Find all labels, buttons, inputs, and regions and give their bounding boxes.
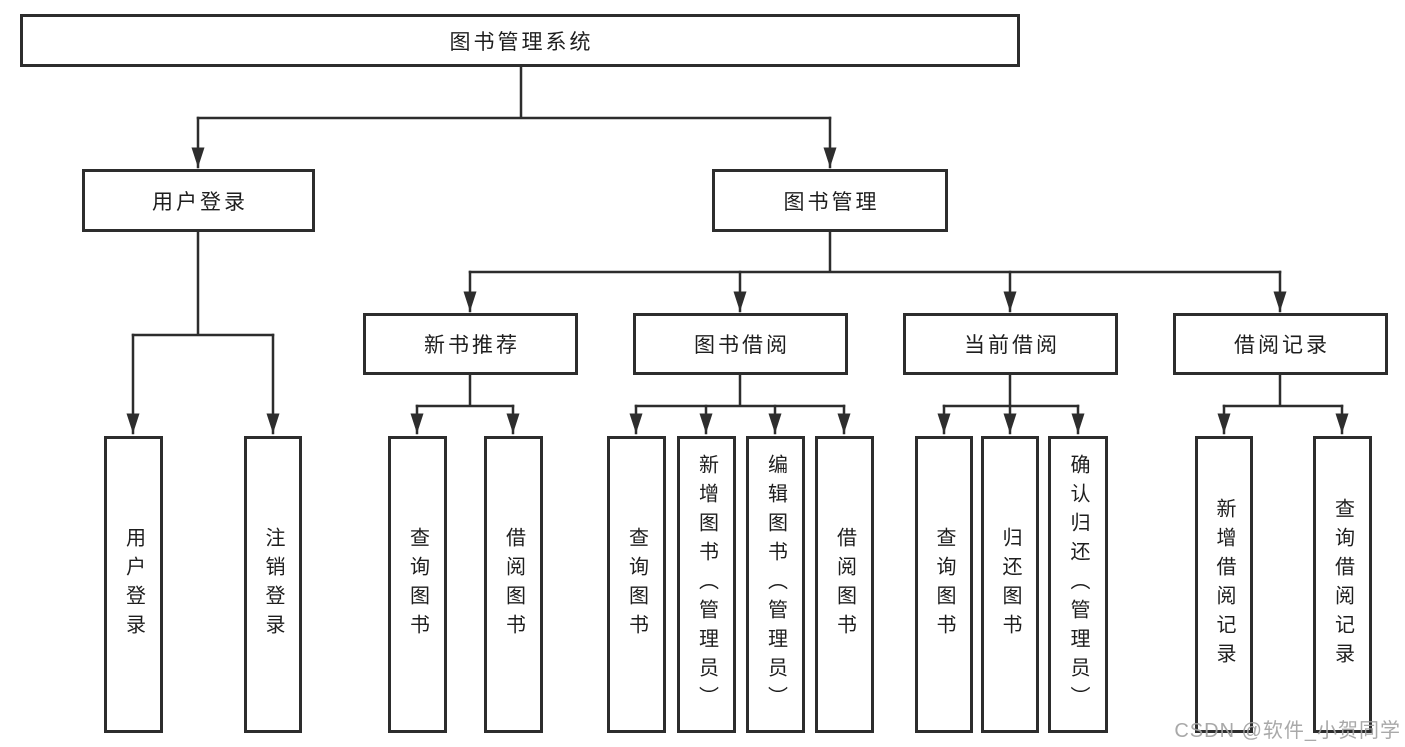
node-new-book-recommend: 新书推荐 — [363, 313, 578, 375]
leaf-add-book-admin: 新增图书（管理员） — [677, 436, 736, 733]
node-book-borrow: 图书借阅 — [633, 313, 848, 375]
watermark: CSDN @软件_小贺同学 — [1174, 720, 1401, 742]
node-book-borrow-label: 图书借阅 — [694, 334, 790, 357]
leaf-edit-book-admin: 编辑图书（管理员） — [746, 436, 805, 733]
node-book-management-label: 图书管理 — [783, 190, 880, 214]
node-user-login-label: 用户登录 — [152, 190, 248, 214]
node-borrow-records: 借阅记录 — [1173, 313, 1388, 375]
leaf-borrow-books-2: 借阅图书 — [815, 436, 874, 733]
leaf-edit-book-admin-label: 编辑图书（管理员） — [764, 454, 787, 715]
leaf-query-borrow-record-label: 查询借阅记录 — [1331, 497, 1354, 672]
leaf-add-borrow-record: 新增借阅记录 — [1195, 436, 1253, 733]
leaf-query-books-1: 查询图书 — [388, 436, 447, 733]
leaf-user-login-label: 用户登录 — [122, 526, 145, 643]
node-new-book-recommend-label: 新书推荐 — [424, 334, 520, 357]
leaf-borrow-books-1-label: 借阅图书 — [502, 526, 525, 643]
leaf-logout: 注销登录 — [244, 436, 302, 733]
leaf-borrow-books-1: 借阅图书 — [484, 436, 543, 733]
leaf-query-borrow-record: 查询借阅记录 — [1313, 436, 1372, 733]
node-user-login: 用户登录 — [82, 169, 315, 232]
leaf-confirm-return-admin: 确认归还（管理员） — [1048, 436, 1108, 733]
leaf-return-book-label: 归还图书 — [999, 526, 1021, 643]
leaf-return-book: 归还图书 — [981, 436, 1039, 733]
leaf-query-books-3-label: 查询图书 — [933, 526, 955, 643]
leaf-add-book-admin-label: 新增图书（管理员） — [695, 454, 718, 715]
node-current-borrow: 当前借阅 — [903, 313, 1118, 375]
leaf-add-borrow-record-label: 新增借阅记录 — [1213, 497, 1235, 672]
leaf-confirm-return-admin-label: 确认归还（管理员） — [1067, 454, 1089, 715]
leaf-user-login: 用户登录 — [104, 436, 163, 733]
node-book-management: 图书管理 — [712, 169, 948, 232]
leaf-query-books-2: 查询图书 — [607, 436, 666, 733]
leaf-borrow-books-2-label: 借阅图书 — [833, 526, 856, 643]
leaf-query-books-2-label: 查询图书 — [625, 526, 648, 643]
node-root: 图书管理系统 — [20, 14, 1020, 67]
node-root-label: 图书管理系统 — [449, 30, 594, 54]
leaf-logout-label: 注销登录 — [262, 526, 284, 643]
node-borrow-records-label: 借阅记录 — [1234, 334, 1330, 357]
leaf-query-books-3: 查询图书 — [915, 436, 973, 733]
node-current-borrow-label: 当前借阅 — [964, 334, 1060, 357]
leaf-query-books-1-label: 查询图书 — [406, 526, 429, 643]
